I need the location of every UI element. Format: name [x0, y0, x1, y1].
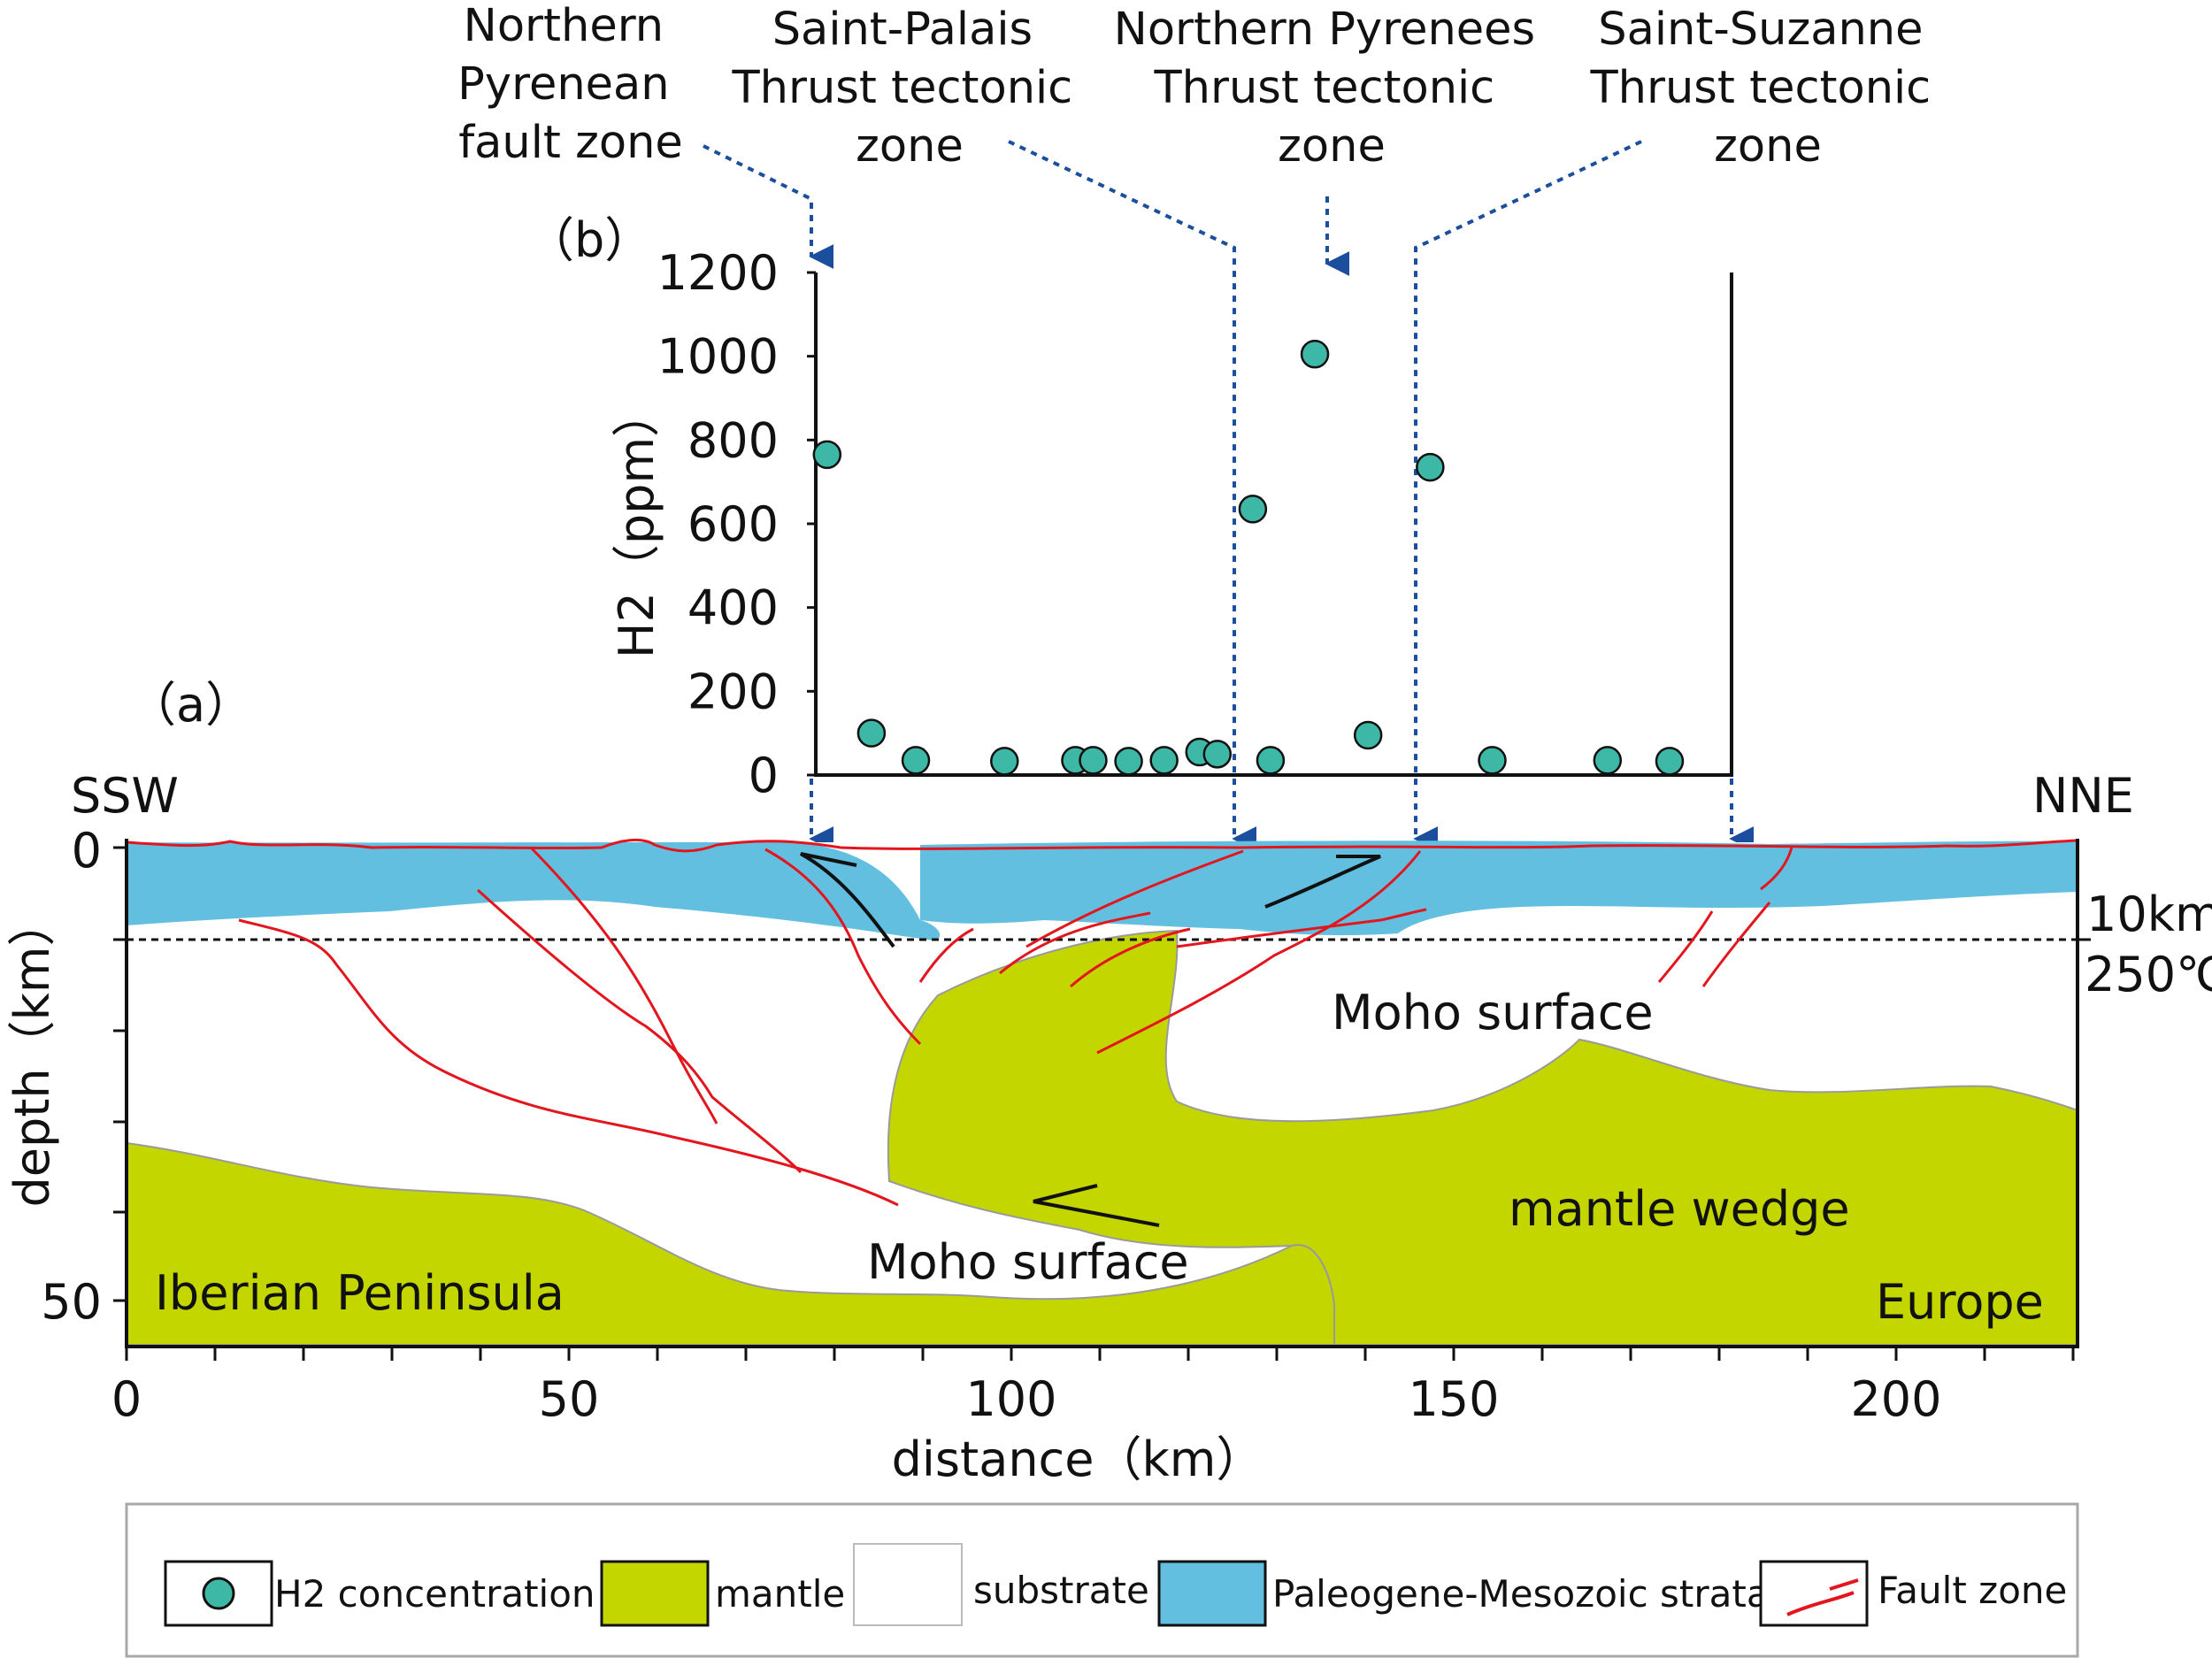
depth-axis-label: depth（km） — [4, 898, 60, 1207]
legend-strata-swatch — [1157, 1560, 1267, 1627]
zone-label-saint-suzanne: Saint-Suzanne Thrust tectonic zone — [1590, 4, 1946, 173]
zone-labels: Northern Pyrenean fault zone Saint-Palai… — [457, 0, 1946, 173]
fault-line — [1070, 927, 1191, 988]
y-tick-labels: 0 200 400 600 800 1000 1200 — [657, 245, 816, 803]
leader-north-pyrenean-to-chart — [703, 144, 834, 269]
chart-y-axis-label: H2（ppm） — [609, 389, 664, 658]
distance-axis-label: distance（km） — [892, 1432, 1264, 1487]
fault-line — [1176, 908, 1427, 948]
legend-mantle-swatch — [600, 1560, 710, 1627]
zone-label-northern-pyrenees: Northern Pyrenees Thrust tectonic zone — [1114, 4, 1550, 173]
h2-point — [1256, 746, 1286, 775]
panel-b-label: （b） — [526, 212, 652, 268]
legend-h2-marker — [202, 1577, 235, 1610]
zone-label-north-pyrenean-fault: Northern Pyrenean fault zone — [457, 0, 684, 169]
label-iberian-peninsula: Iberian Peninsula — [155, 1265, 565, 1321]
fault-line — [764, 848, 922, 1046]
h2-point — [1353, 720, 1383, 750]
fault-line — [1025, 849, 1244, 948]
y-tick-label: 200 — [687, 664, 779, 719]
direction-nne: NNE — [2032, 768, 2134, 824]
direction-ssw: SSW — [71, 768, 179, 824]
h2-point — [1202, 740, 1233, 769]
y-tick-label: 1000 — [657, 329, 779, 385]
distance-tick-150: 150 — [1408, 1371, 1499, 1427]
y-tick-label: 400 — [687, 580, 779, 636]
y-tick-label: 0 — [749, 748, 779, 803]
label-europe: Europe — [1876, 1274, 2044, 1330]
h2-point — [1114, 747, 1143, 776]
depth-tick-0: 0 — [72, 823, 102, 879]
zone-label-saint-palais: Saint-Palais Thrust tectonic zone — [732, 4, 1087, 173]
h2-point — [990, 747, 1019, 776]
depth-ticks — [113, 846, 127, 1302]
motion-arrow — [1264, 855, 1381, 909]
h2-point — [1655, 747, 1685, 776]
y-tick-label: 1200 — [657, 245, 779, 301]
legend-substrate-label: substrate — [973, 1569, 1149, 1612]
legend-frame — [125, 1502, 2079, 1658]
h2-scatter-chart: H2（ppm） 0 200 400 600 800 1000 1200 — [609, 245, 1733, 803]
leader-saint-palais — [1008, 140, 1257, 851]
motion-arrows — [800, 852, 1381, 1227]
zone-leaders — [703, 140, 1755, 851]
surface-line — [126, 839, 2078, 853]
fault-line — [529, 846, 718, 1125]
distance-tick-100: 100 — [965, 1371, 1056, 1427]
motion-arrow — [1033, 1184, 1160, 1227]
h2-point — [1079, 746, 1108, 775]
fault-lines — [238, 846, 1793, 1207]
y-tick-label: 800 — [687, 412, 779, 468]
legend-fault-label: Fault zone — [1878, 1569, 2067, 1612]
h2-point — [901, 746, 931, 775]
label-moho-lower: Moho surface — [867, 1234, 1189, 1290]
legend: H2 concentration mantle substrate Paleog… — [125, 1502, 2079, 1658]
y-tick-label: 600 — [687, 496, 779, 552]
legend-fault-icon — [1786, 1578, 1859, 1616]
h2-point — [1416, 452, 1445, 482]
label-mantle-wedge: mantle wedge — [1509, 1181, 1850, 1237]
mantle-iberia — [126, 1141, 1335, 1346]
fault-line — [1096, 850, 1422, 1055]
fault-line — [238, 918, 899, 1207]
fault-line — [999, 911, 1151, 975]
h2-point — [1478, 746, 1507, 775]
cross-section: Moho surface Moho surface mantle wedge I… — [113, 839, 2091, 1361]
h2-point — [1238, 495, 1268, 524]
h2-point — [856, 718, 887, 748]
label-moho-upper: Moho surface — [1332, 985, 1654, 1040]
distance-tick-200: 200 — [1850, 1371, 1941, 1427]
h2-point — [1593, 746, 1623, 775]
fault-line — [1701, 902, 1771, 987]
leader-saint-suzanne — [1413, 140, 1642, 851]
isotherm-depth-label: 10km — [2086, 887, 2212, 942]
h2-points — [812, 340, 1685, 776]
distance-tick-0: 0 — [111, 1371, 142, 1427]
fault-line — [918, 927, 974, 983]
motion-arrow — [800, 852, 895, 948]
legend-h2-label: H2 concentration — [274, 1572, 595, 1616]
h2-point — [1300, 340, 1330, 369]
isotherm-temp-label: 250℃ — [2085, 947, 2212, 1002]
panel-a-label: （a） — [128, 677, 253, 733]
distance-ticks — [125, 1347, 2075, 1361]
fault-line — [1657, 910, 1714, 983]
legend-strata-label: Paleogene-Mesozoic strata — [1272, 1572, 1770, 1616]
legend-mantle-label: mantle — [715, 1572, 845, 1616]
h2-point — [812, 440, 842, 470]
legend-substrate-swatch — [853, 1543, 963, 1626]
h2-point — [1149, 746, 1179, 775]
mantle-europe-wedge — [887, 929, 2078, 1346]
fault-line — [1760, 847, 1793, 891]
distance-tick-50: 50 — [539, 1371, 600, 1427]
depth-tick-50: 50 — [41, 1274, 102, 1330]
strata-layer-west — [127, 842, 941, 940]
